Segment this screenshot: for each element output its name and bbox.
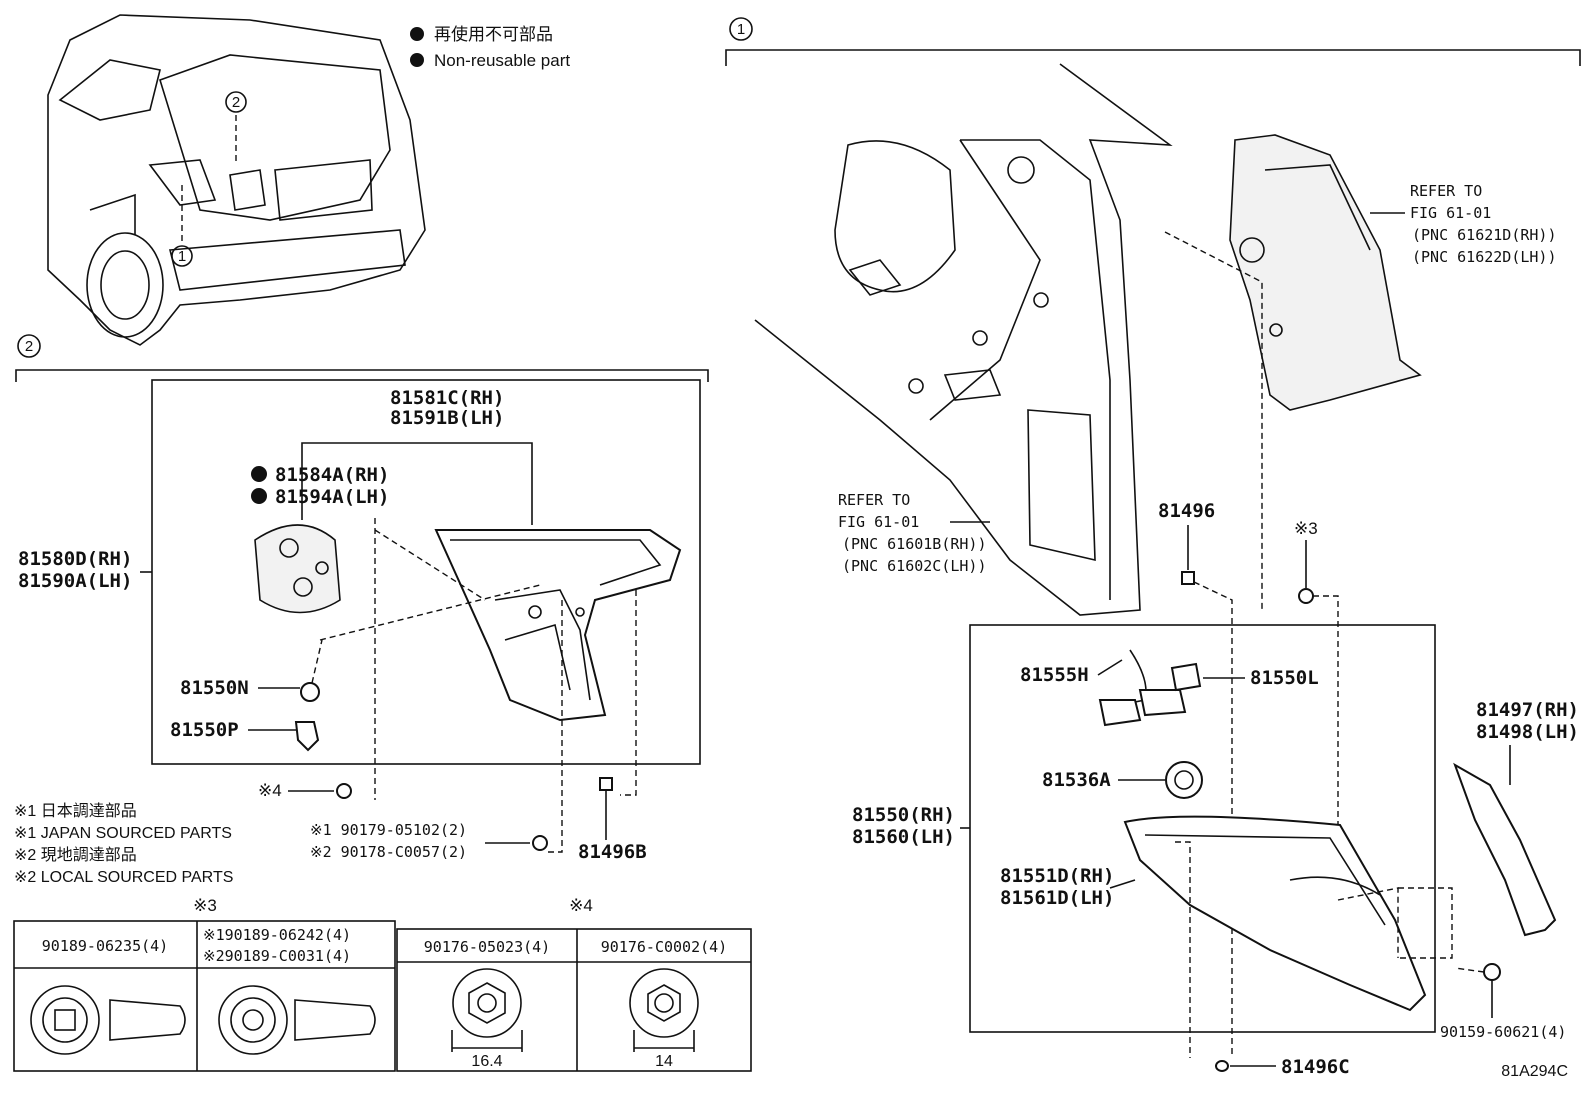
label-81497: 81497(RH) [1476,699,1579,721]
callout-2-label: 2 [232,94,240,111]
refer-mid-line2: FIG 61-01 [838,513,919,531]
legend-line-jp: 再使用不可部品 [434,24,553,44]
note-line-2: ※1 JAPAN SOURCED PARTS [14,825,232,842]
table-note4: ※4 90176-05023(4) 90176-C0002(4) 16.4 14 [396,896,752,1072]
table4-col1: 90176-05023(4) [424,938,550,956]
refer-top-line3: (PNC 61621D(RH)) [1412,226,1557,244]
label-90159: 90159-60621(4) [1440,1023,1566,1041]
vehicle-illustration [47,14,426,346]
label-81591B: 81591B(LH) [390,407,504,429]
label-81551D: 81551D(RH) [1000,865,1114,887]
table4-col2: 90176-C0002(4) [601,938,727,956]
label-note3: ※3 [1294,519,1318,538]
bolt-shape [336,783,352,799]
callout-1-vehicle: 1 [171,245,193,267]
table3-title: ※3 [193,896,217,915]
label-81496C: 81496C [1281,1056,1350,1078]
table4-dim2: 14 [655,1053,673,1070]
side-cover-shape [1453,762,1557,937]
notes: ※1 日本調達部品 ※1 JAPAN SOURCED PARTS ※2 現地調達… [14,802,233,886]
label-81590A: 81590A(LH) [18,570,132,592]
table4-dim1: 16.4 [471,1053,502,1070]
harness-shape [1138,689,1187,717]
clip-note3-shape [1298,588,1314,604]
label-81550N: 81550N [180,677,249,699]
note-line-4: ※2 LOCAL SOURCED PARTS [14,869,233,886]
refer-mid-line4: (PNC 61602C(LH)) [842,557,987,575]
table3-col2b: ※290189-C0031(4) [203,947,351,965]
nut-shape [532,835,548,851]
clip-top-shape [1181,571,1195,585]
label-81536A: 81536A [1042,769,1111,791]
label-81584A: 81584A(RH) [275,464,389,486]
table-note3: ※3 90189-06235(4) ※190189-06242(4) ※2901… [13,896,396,1072]
table3-col1: 90189-06235(4) [42,937,168,955]
section-1: 1 REFER TO FIG 61-01 (PNC 61621D(RH)) (P… [725,17,1581,1078]
fuel-door-shape [834,140,956,293]
label-81550: 81550(RH) [852,804,955,826]
bullet-icon [251,488,267,504]
legend: 再使用不可部品 Non-reusable part [410,24,570,70]
note-line-1: ※1 日本調達部品 [14,802,137,820]
illustration-code: 81A294C [1501,1063,1568,1080]
label-81496: 81496 [1158,500,1215,522]
label-81498: 81498(LH) [1476,721,1579,743]
label-81496B: 81496B [578,841,647,863]
table4-title: ※4 [569,896,593,915]
bulb-shape [300,682,320,702]
note-line-3: ※2 現地調達部品 [14,846,137,864]
section-1-header: 1 [737,21,745,38]
bulb2-shape [1170,662,1202,692]
refer-mid-line3: (PNC 61601B(RH)) [842,535,987,553]
combination-lamp-shape [1123,815,1427,1012]
label-90178: ※2 90178-C0057(2) [310,843,467,861]
label-90179: ※1 90179-05102(2) [310,821,467,839]
callout-1-label: 1 [178,248,186,265]
socket-shape [294,721,320,752]
table3-col2a: ※190189-06242(4) [203,926,351,944]
callout-2-vehicle: 2 [225,91,247,113]
label-81561D: 81561D(LH) [1000,887,1114,909]
clip-bottom-shape [1215,1060,1229,1072]
section-2: 2 81581C(RH) 81591B(LH) 81584A(RH) 81594… [15,334,709,863]
label-81594A: 81594A(LH) [275,486,389,508]
label-81581C: 81581C(RH) [390,387,504,409]
label-81560: 81560(LH) [852,826,955,848]
inner-panel-shape [1229,134,1422,411]
refer-top-line2: FIG 61-01 [1410,204,1491,222]
gasket-shape [254,524,341,614]
screw-shape [1483,963,1501,981]
label-81580D: 81580D(RH) [18,548,132,570]
legend-line-en: Non-reusable part [434,51,570,70]
section-2-header: 2 [25,338,33,355]
refer-mid-line1: REFER TO [838,491,910,509]
label-note4: ※4 [258,781,282,800]
label-81555H: 81555H [1020,664,1089,686]
socket2-shape [1165,761,1203,799]
clip-shape [599,777,613,791]
refer-top-line1: REFER TO [1410,182,1482,200]
refer-top-line4: (PNC 61622D(LH)) [1412,248,1557,266]
rear-lamp-lens-shape [434,529,682,722]
bullet-icon [410,53,424,67]
label-81550P: 81550P [170,719,239,741]
label-81550L: 81550L [1250,667,1319,689]
bullet-icon [251,466,267,482]
bullet-icon [410,27,424,41]
